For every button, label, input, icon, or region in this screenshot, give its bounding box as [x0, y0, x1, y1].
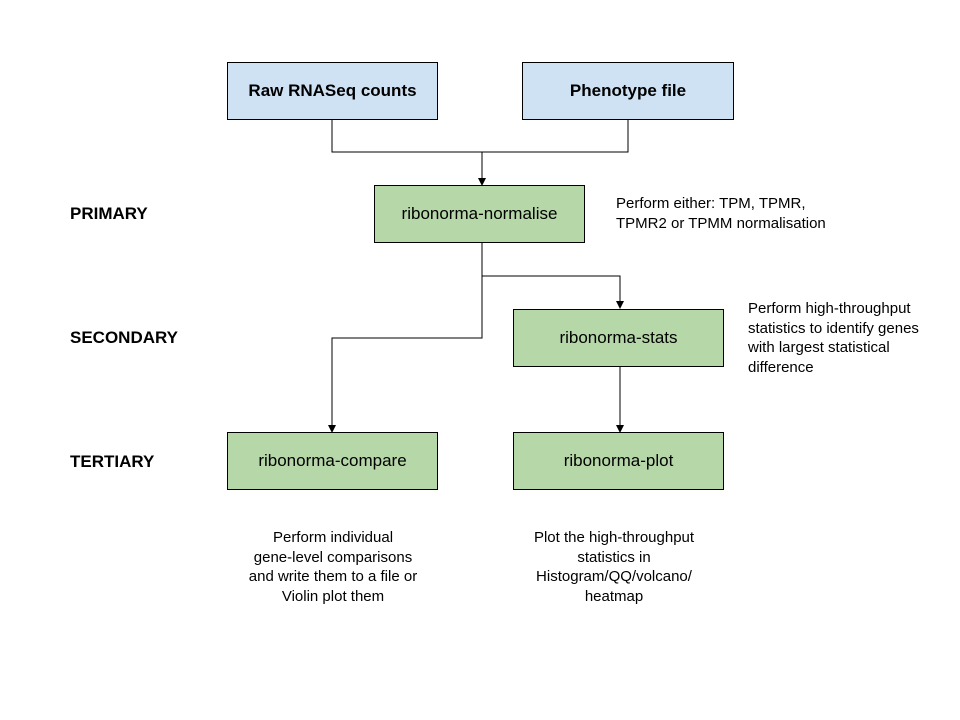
ribonorma-normalise-label: ribonorma-normalise [401, 204, 558, 223]
compare-note-line: and write them to a file or [248, 568, 418, 585]
plot-note-line: heatmap [584, 587, 644, 605]
phenotype-file-node: Phenotype file [522, 62, 734, 120]
connector-phenotype [482, 120, 629, 153]
stage-label-secondary: SECONDARY [70, 328, 178, 347]
normalise-note-line: TPMR2 or TPMM normalisation [616, 214, 826, 232]
ribonorma-stats-node: ribonorma-stats [513, 309, 724, 367]
ribonorma-compare-label: ribonorma-compare [258, 451, 407, 470]
stage-label-tertiary: TERTIARY [70, 452, 155, 471]
stats-note: Perform high-throughput statistics to id… [748, 299, 919, 377]
stage-label-primary: PRIMARY [70, 204, 148, 223]
raw-rnaseq-counts-node: Raw RNASeq counts [227, 62, 438, 120]
plot-note-line: Histogram/QQ/volcano/ [536, 568, 692, 585]
plot-note-line: statistics in [577, 548, 651, 566]
ribonorma-plot-node: ribonorma-plot [513, 432, 724, 490]
compare-note-line: gene-level comparisons [253, 548, 413, 566]
plot-note: Plot the high-throughput statistics in H… [510, 528, 718, 606]
arrow-to-compare [328, 276, 483, 433]
stats-note-line: with largest statistical [748, 339, 890, 356]
plot-note-line: Plot the high-throughput [533, 529, 695, 546]
normalise-note-line: Perform either: TPM, TPMR, [616, 195, 806, 212]
stats-note-line: Perform high-throughput [748, 300, 911, 317]
connector-raw-counts [331, 120, 482, 153]
compare-note-line: Violin plot them [281, 587, 385, 605]
ribonorma-stats-label: ribonorma-stats [559, 328, 678, 347]
phenotype-file-label: Phenotype file [569, 81, 687, 100]
raw-rnaseq-counts-label: Raw RNASeq counts [248, 81, 417, 100]
ribonorma-plot-label: ribonorma-plot [563, 451, 674, 470]
compare-note: Perform individual gene-level comparison… [222, 528, 444, 606]
stats-note-line: statistics to identify genes [748, 319, 919, 337]
ribonorma-compare-node: ribonorma-compare [227, 432, 438, 490]
normalise-note: Perform either: TPM, TPMR, TPMR2 or TPMM… [616, 194, 826, 233]
stats-note-line: difference [748, 358, 814, 376]
ribonorma-normalise-node: ribonorma-normalise [374, 185, 585, 243]
compare-note-line: Perform individual [272, 529, 394, 546]
arrow-to-stats [481, 243, 624, 309]
